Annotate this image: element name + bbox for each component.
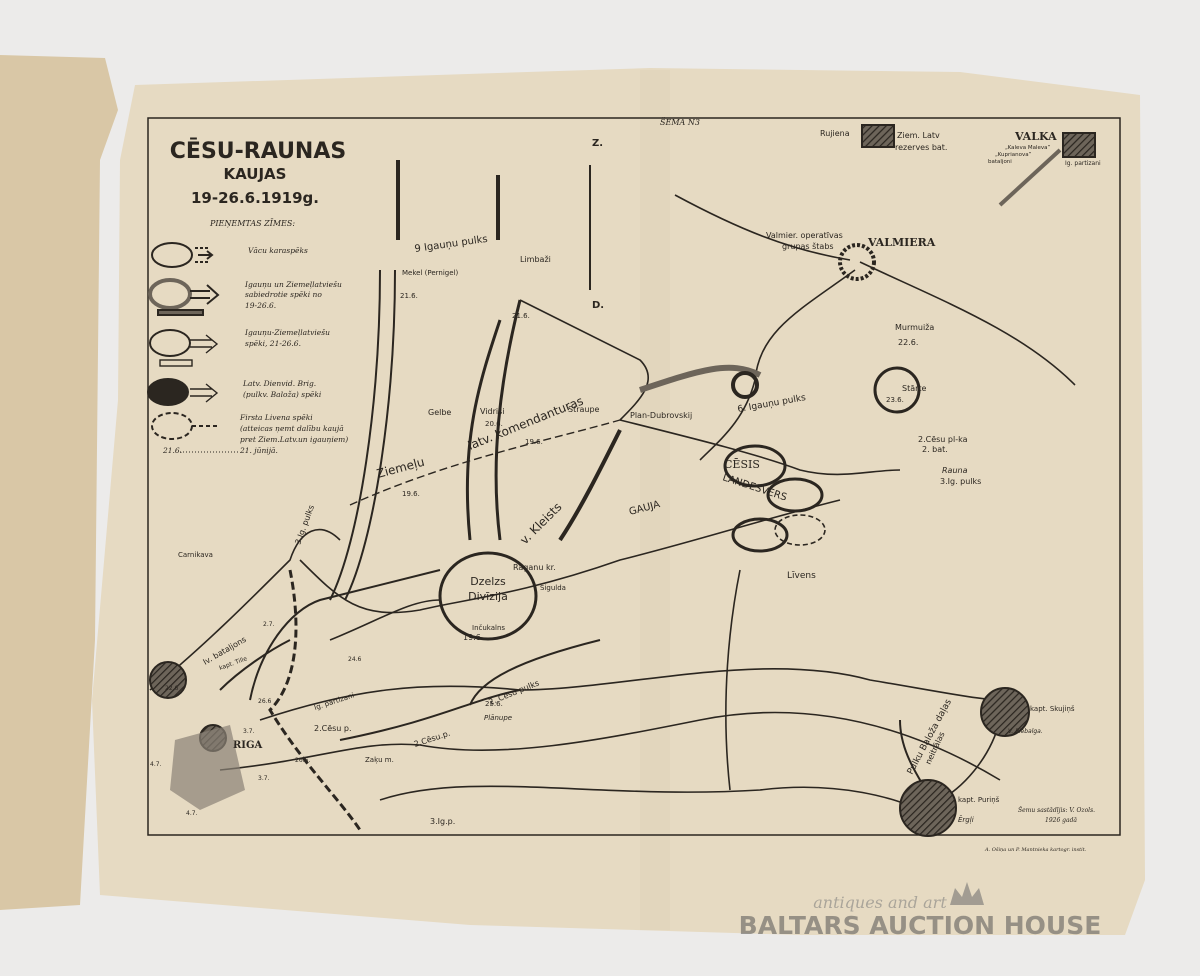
map-sheet — [92, 68, 1145, 935]
label: bataljoni — [988, 159, 1012, 165]
label: Murmuiža — [895, 323, 934, 332]
label-riga: RIGA — [233, 740, 263, 751]
legend-item: Igauņu-Ziemeļlatviešu — [244, 328, 330, 337]
label: Raganu kr. — [513, 563, 556, 572]
legend-item: Igauņu un Ziemeļlatviešu — [244, 280, 342, 289]
label: Līvens — [787, 571, 816, 581]
label-valka: VALKA — [1014, 130, 1057, 143]
label: 3.Ig.p. — [430, 817, 455, 826]
label: Vidriši — [480, 406, 505, 416]
crown-icon — [950, 882, 984, 905]
label: 3.7. — [243, 728, 255, 735]
printer-credit: A. Ošiņa un P. Mantnieka kartogr. instit… — [984, 846, 1087, 853]
label: 3.Ig. pulks — [940, 477, 981, 486]
label-valmiera: VALMIERA — [867, 236, 936, 249]
label: 4.7. — [186, 810, 198, 817]
label: Plānupe — [484, 714, 512, 722]
label: Stārte — [902, 384, 927, 393]
map-dates: 19-26.6.1919g. — [191, 189, 319, 207]
legend: Vācu karaspēks Igauņu un Ziemeļlatviešu … — [162, 246, 348, 455]
label: 22.6 — [165, 685, 179, 692]
label-cesis: CĒSIS — [724, 458, 760, 471]
label: 4.7. — [150, 761, 162, 768]
label: 21.6. — [400, 292, 418, 300]
legend-item: spēki, 21-26.6. — [245, 339, 301, 348]
label: „Kuprianova” — [995, 152, 1032, 158]
legend-heading: PIEŅEMTAS ZĪMES: — [209, 219, 295, 228]
label: Carnikava — [178, 551, 213, 559]
compiled-year: 1926 gadā — [1045, 817, 1077, 824]
legend-item: (pulkv. Baloža) spēki — [243, 390, 322, 399]
label: Zaķu m. — [365, 756, 394, 765]
map-subtitle: KAUJAS — [224, 165, 287, 183]
label: kapt. Skujiņš — [1030, 705, 1075, 714]
label: kapt. Puriņš — [958, 796, 1000, 805]
label: grupas štabs — [782, 241, 834, 251]
label: Dzelzs — [470, 575, 506, 588]
label: Inčukalns — [472, 624, 505, 632]
label: Valmier. operatīvas — [766, 231, 843, 240]
label: Gelbe — [428, 408, 451, 417]
label: Mekel (Pernigel) — [402, 269, 458, 277]
label: 2.7. — [263, 621, 275, 628]
map-frame — [147, 117, 1121, 836]
legend-item: Vācu karaspēks — [248, 246, 308, 255]
label: Straupe — [568, 405, 600, 414]
legend-item: sabiedrotie spēki no — [245, 290, 322, 299]
compiled-by: Šemu sastādījis: V. Ozols. — [1018, 806, 1095, 814]
label: V. Piebalga. — [1008, 728, 1043, 735]
watermark-tagline: antiques and art — [813, 893, 947, 912]
legend-item: (atteicas ņemt dalību kaujā — [240, 424, 344, 433]
legend-item: 19-26.6. — [245, 301, 276, 310]
watermark-brand: BALTARS AUCTION HOUSE — [739, 911, 1102, 940]
legend-symbols — [147, 242, 240, 453]
legend-item: pret Ziem.Latv.un igauņiem) — [240, 435, 348, 444]
label: Ērgļi — [958, 815, 974, 824]
label: „Kaleva Maleva” — [1005, 145, 1050, 151]
label: 22.6. — [898, 338, 918, 347]
label: Sigulda — [540, 584, 566, 592]
label: 20.6. — [485, 420, 503, 428]
label: Divīzija — [468, 590, 508, 603]
south-label: D. — [592, 300, 604, 311]
label: 26.6 — [258, 698, 272, 705]
watermark: antiques and art BALTARS AUCTION HOUSE — [739, 882, 1102, 940]
unit-markers — [149, 124, 1096, 837]
label: 21.6. — [512, 312, 530, 320]
label: 19.6. — [463, 633, 483, 642]
map-title: CĒSU-RAUNAS — [170, 138, 346, 164]
label: 25.6. — [485, 700, 503, 708]
label: 19.6. — [402, 490, 420, 498]
legend-item: Latv. Dienvid. Brig. — [242, 379, 316, 388]
label: 2. bat. — [922, 445, 948, 454]
label: 2.Cēsu pl-ka — [918, 435, 968, 444]
label: rezerves bat. — [895, 143, 947, 152]
label: 23.6. — [886, 396, 904, 404]
label: 26.6. — [295, 757, 310, 764]
left-page-fragment — [0, 55, 118, 910]
borders — [268, 419, 621, 831]
label: 3.7. — [258, 775, 270, 782]
label-rujiena: Rujiena — [820, 129, 850, 138]
legend-date: 21.6. — [162, 446, 182, 455]
label: 19.6. — [525, 438, 543, 446]
label: Limbaži — [520, 255, 551, 264]
label: Ig. partizani — [1065, 160, 1101, 167]
north-label: Z. — [592, 138, 603, 149]
label: Plan-Dubrovskij — [630, 411, 692, 420]
label: 24.6 — [348, 656, 362, 663]
legend-item: 21. jūnijā. — [239, 446, 278, 455]
scheme-number: ŠEMA N3 — [660, 118, 700, 127]
troop-arrows — [219, 148, 1062, 801]
label: Rauna — [942, 466, 968, 475]
legend-item: Firsta Livena spēki — [239, 413, 313, 422]
label: 2.Cēsu p. — [314, 724, 352, 733]
label: Ziem. Latv — [897, 131, 940, 140]
